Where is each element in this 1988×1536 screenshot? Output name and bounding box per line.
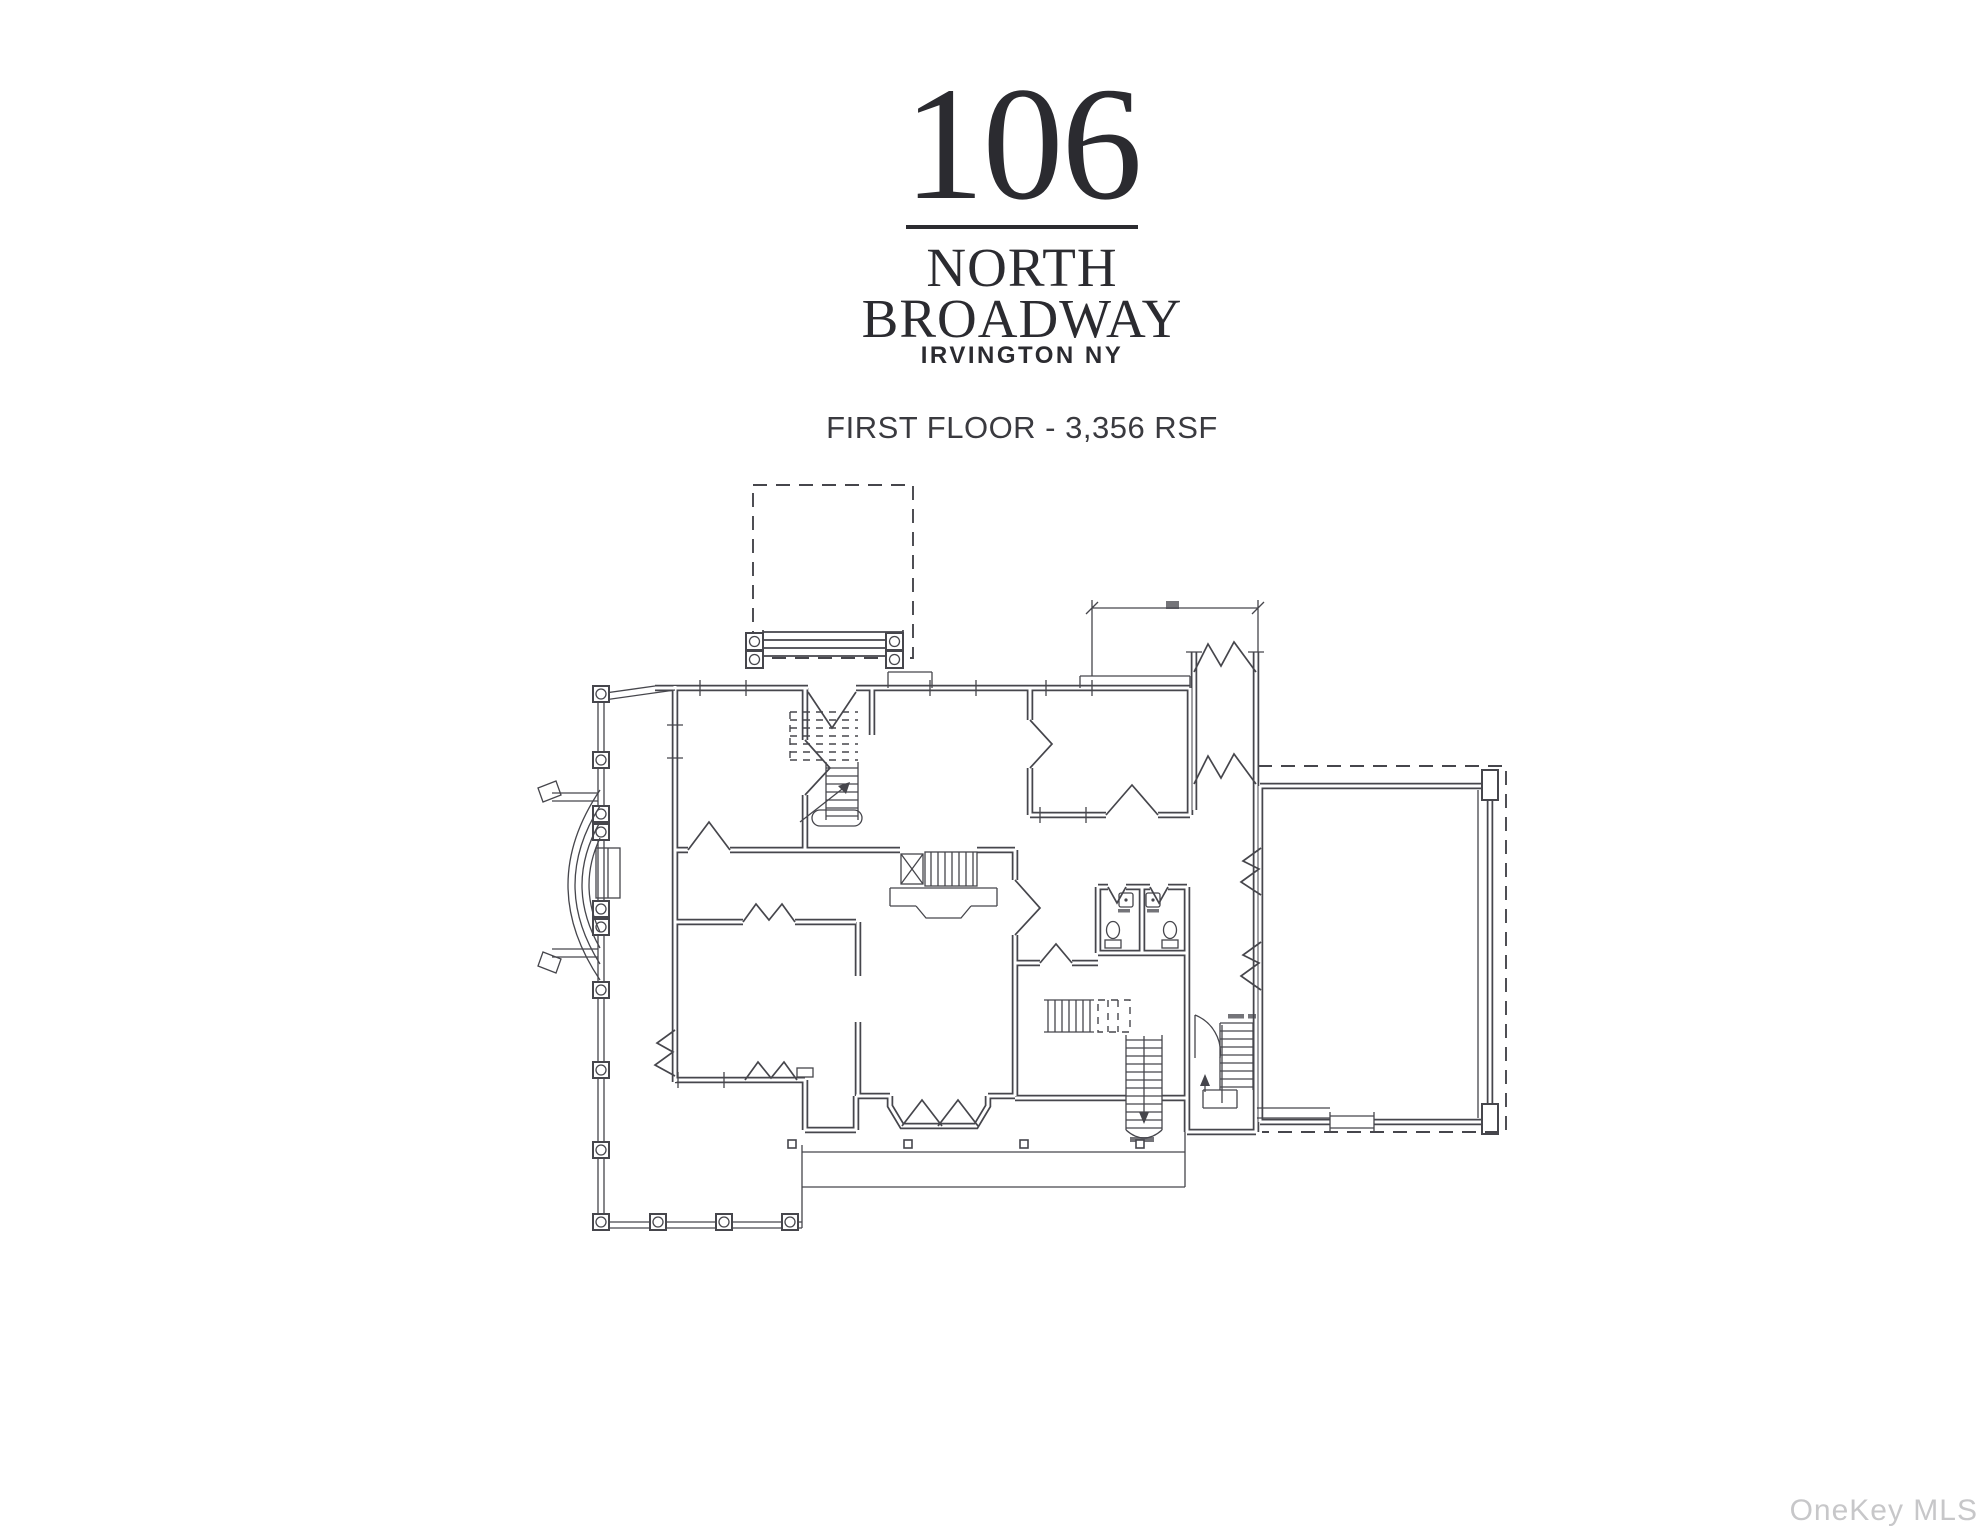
terrace-lines	[787, 1132, 1186, 1188]
dimension-line	[1085, 600, 1265, 676]
address-line-1: NORTH	[926, 237, 1118, 298]
address-city: IRVINGTON NY	[920, 342, 1124, 369]
entry-steps	[745, 630, 904, 669]
title-block: 106 NORTH BROADWAY IRVINGTON NY FIRST FL…	[0, 0, 1988, 460]
main-stair	[789, 711, 863, 827]
window-marks	[653, 680, 1375, 1132]
floor-plan-label: FIRST FLOOR - 3,356 RSF	[826, 410, 1218, 445]
garage-roof-overhang-dashed	[1258, 765, 1507, 1133]
address-line-2: BROADWAY	[861, 288, 1183, 349]
upper-terrace-dashed-outline	[752, 484, 914, 659]
watermark: OneKey MLS	[1789, 1494, 1978, 1527]
fireplace-and-cabinet	[796, 851, 998, 1078]
garage	[1257, 769, 1499, 1135]
address-number: 106	[903, 55, 1143, 234]
court-stair	[1200, 1014, 1256, 1109]
porch-edge	[597, 685, 803, 1229]
entry-columns	[745, 632, 904, 669]
curved-steps	[537, 780, 621, 981]
title-underline	[906, 225, 1138, 229]
powder-rooms	[1104, 892, 1179, 949]
hall-stairs	[1044, 999, 1131, 1033]
porch-columns	[592, 685, 799, 1231]
wall-parapet-lines	[887, 651, 1264, 688]
rear-stair	[1125, 1035, 1163, 1142]
connector-break-marks	[1193, 640, 1262, 991]
exterior-and-interior-walls	[655, 652, 1490, 1132]
